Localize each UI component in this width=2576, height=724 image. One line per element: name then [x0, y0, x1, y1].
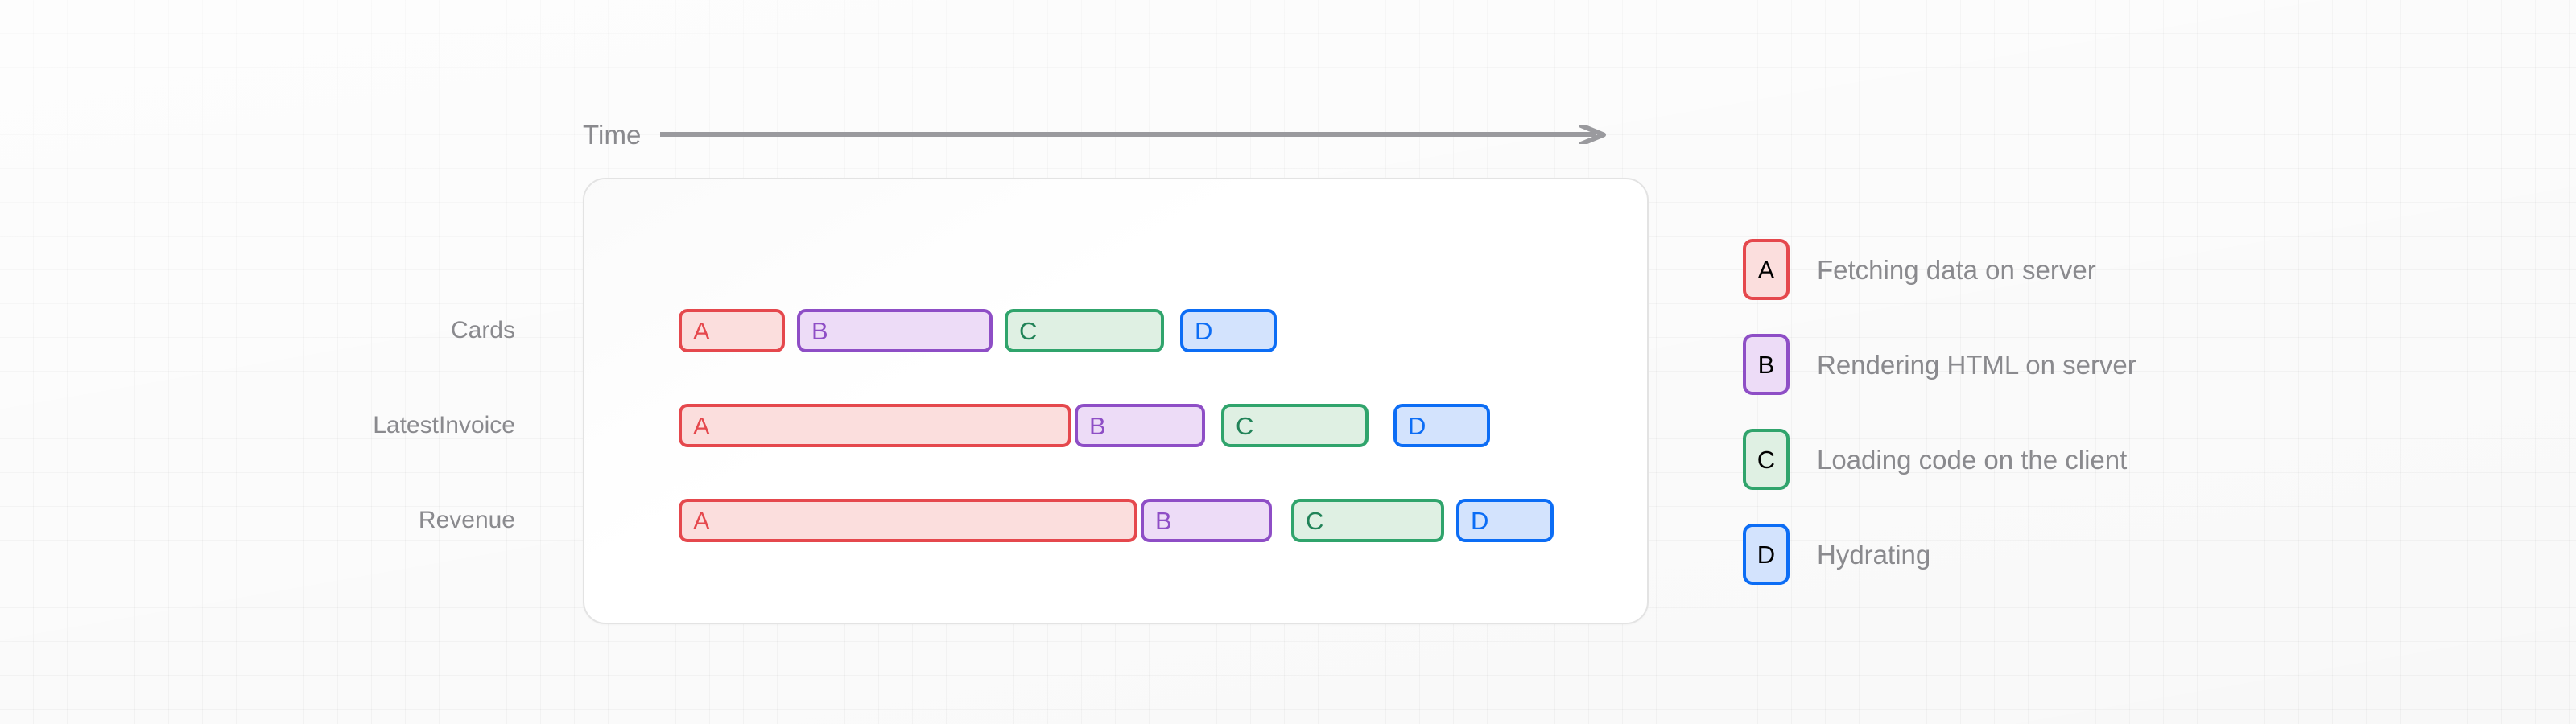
arrow-right-icon: [659, 125, 1653, 144]
bar-letter: A: [693, 411, 710, 440]
timeline-bar-latestinvoice-d[interactable]: D: [1393, 404, 1490, 447]
legend-item-a[interactable]: A Fetching data on server: [1743, 222, 2467, 317]
timeline-bar-cards-d[interactable]: D: [1180, 309, 1277, 352]
legend-badge-letter: D: [1757, 540, 1776, 569]
legend-item-d[interactable]: D Hydrating: [1743, 507, 2467, 602]
timeline-bar-latestinvoice-a[interactable]: A: [679, 404, 1071, 447]
legend-badge-letter: A: [1757, 255, 1775, 284]
timeline-bar-cards-c[interactable]: C: [1005, 309, 1164, 352]
legend-badge-letter: B: [1757, 350, 1775, 379]
timeline-bar-revenue-c[interactable]: C: [1291, 499, 1444, 542]
bar-letter: C: [1019, 316, 1038, 345]
legend-badge-a: A: [1743, 239, 1790, 300]
legend-label-d: Hydrating: [1817, 539, 1931, 570]
timeline-bar-cards-a[interactable]: A: [679, 309, 785, 352]
bar-letter: C: [1236, 411, 1254, 440]
timeline-bar-latestinvoice-b[interactable]: B: [1075, 404, 1205, 447]
legend-badge-letter: C: [1757, 445, 1776, 474]
time-axis-label: Time: [583, 119, 642, 150]
legend-item-c[interactable]: C Loading code on the client: [1743, 412, 2467, 507]
legend-label-c: Loading code on the client: [1817, 444, 2128, 475]
legend-badge-c: C: [1743, 429, 1790, 490]
row-label-list: Cards LatestInvoice Revenue: [161, 306, 515, 590]
bar-letter: A: [693, 506, 710, 535]
legend: A Fetching data on server B Rendering HT…: [1743, 222, 2467, 602]
timeline-bar-revenue-b[interactable]: B: [1141, 499, 1272, 542]
legend-badge-b: B: [1743, 334, 1790, 395]
row-label-cards: Cards: [450, 317, 515, 343]
bar-letter: C: [1306, 506, 1324, 535]
bar-letter: B: [1155, 506, 1172, 535]
legend-label-b: Rendering HTML on server: [1817, 349, 2136, 380]
time-axis: Time: [583, 115, 1653, 154]
legend-label-a: Fetching data on server: [1817, 254, 2096, 285]
timeline-bar-revenue-a[interactable]: A: [679, 499, 1137, 542]
bar-letter: D: [1195, 316, 1213, 345]
legend-item-b[interactable]: B Rendering HTML on server: [1743, 317, 2467, 412]
bar-letter: D: [1408, 411, 1426, 440]
bar-letter: D: [1471, 506, 1489, 535]
timeline-bar-revenue-d[interactable]: D: [1456, 499, 1554, 542]
legend-badge-d: D: [1743, 524, 1790, 585]
timeline-card-panel: [583, 178, 1649, 624]
row-label-revenue: Revenue: [418, 507, 515, 533]
timeline-bar-cards-b[interactable]: B: [797, 309, 993, 352]
timeline-bar-latestinvoice-c[interactable]: C: [1221, 404, 1368, 447]
bar-letter: B: [1089, 411, 1106, 440]
bar-letter: B: [811, 316, 828, 345]
row-label-latestinvoice: LatestInvoice: [373, 412, 515, 438]
bar-letter: A: [693, 316, 710, 345]
